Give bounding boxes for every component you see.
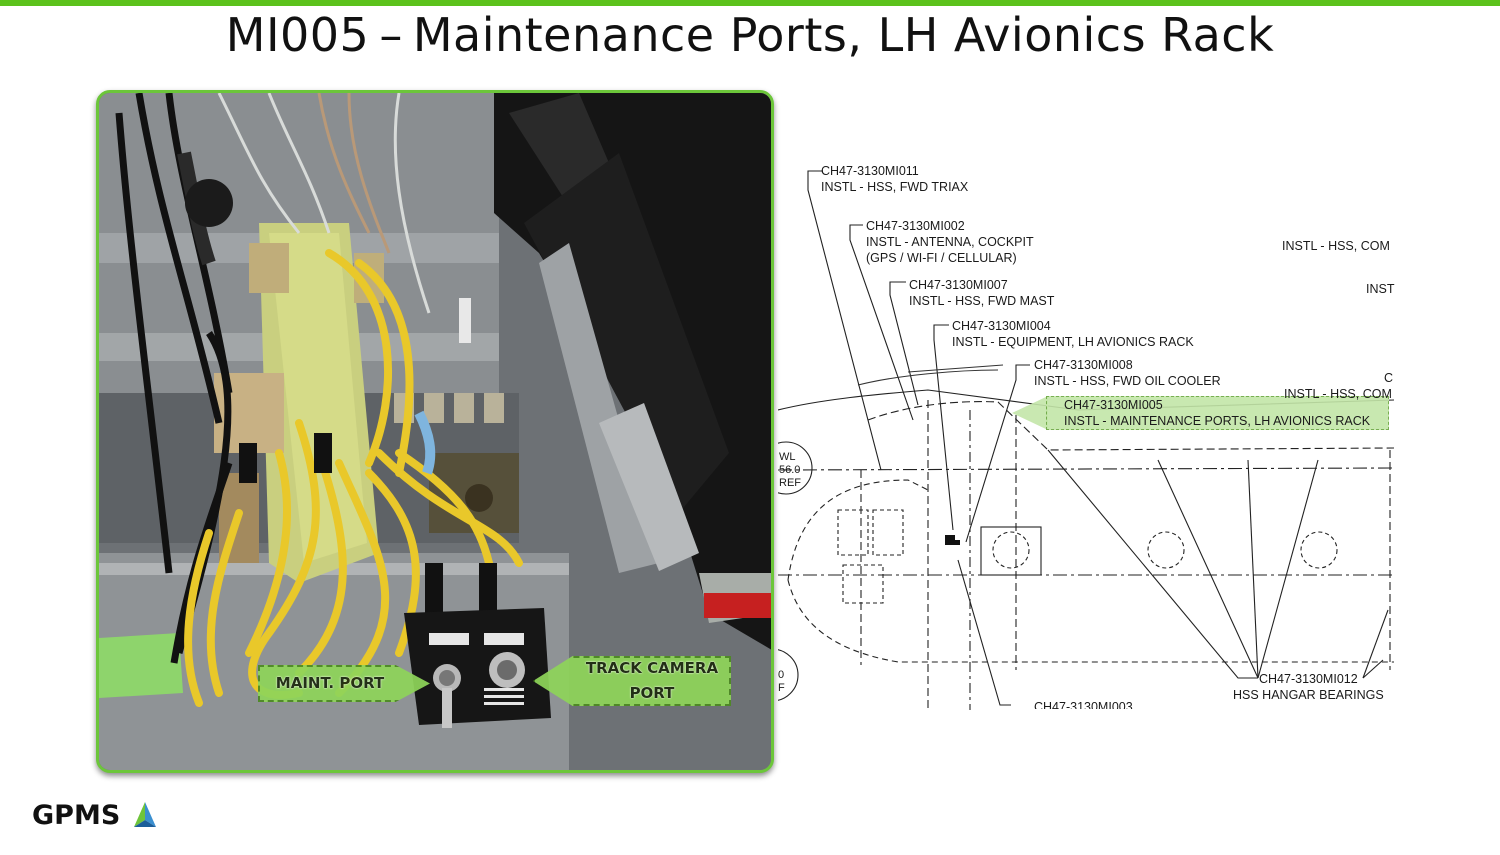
label-mi012-code: CH47-3130MI012 [1259,672,1358,686]
label-mi012-desc: HSS HANGAR BEARINGS [1233,688,1384,702]
label-partial-inst: INST [1366,282,1395,296]
label-mi005: CH47-3130MI005 INSTL - MAINTENANCE PORTS… [1064,397,1370,429]
label-mi003-code: CH47-3130MI003 [1034,700,1133,709]
label-mi008: CH47-3130MI008 INSTL - HSS, FWD OIL COOL… [1034,357,1221,389]
label-partial-c: C [1384,371,1394,385]
label-partial-com2: INSTL - HSS, COM [1284,387,1392,401]
label-mi007-code: CH47-3130MI007 [909,278,1008,292]
slide-title: MI005–Maintenance Ports, LH Avionics Rac… [0,8,1500,62]
wl-ref-label: WL 56.0 REF [779,451,801,490]
label-mi012: CH47-3130MI012 HSS HANGAR BEARINGS [1233,671,1384,703]
label-mi002-code: CH47-3130MI002 [866,219,965,233]
edge-marks: 0 F [778,669,785,695]
wl-line1: WL [779,451,796,463]
edge-mark-zero: 0 [778,669,785,681]
top-accent-bar [0,0,1500,6]
label-mi004: CH47-3130MI004 INSTL - EQUIPMENT, LH AVI… [952,318,1194,350]
label-mi005-desc: INSTL - MAINTENANCE PORTS, LH AVIONICS R… [1064,414,1371,428]
label-mi005-code: CH47-3130MI005 [1064,398,1163,412]
label-mi004-code: CH47-3130MI004 [952,319,1051,333]
label-mi002: CH47-3130MI002 INSTL - ANTENNA, COCKPIT … [866,218,1034,266]
label-mi002-desc: INSTL - ANTENNA, COCKPIT [866,235,1034,249]
label-mi007: CH47-3130MI007 INSTL - HSS, FWD MAST [909,277,1054,309]
label-mi011-code: CH47-3130MI011 [821,164,919,178]
maint-port-label: MAINT. PORT [275,674,385,692]
label-mi002-desc2: (GPS / WI-FI / CELLULAR) [866,251,1017,265]
label-mi004-desc: INSTL - EQUIPMENT, LH AVIONICS RACK [952,335,1194,349]
label-mi003: CH47-3130MI003 [1034,699,1133,709]
avionics-rack-photo [96,90,774,773]
logo-text: GPMS [32,799,121,831]
label-partial-com1: INSTL - HSS, COM [1282,239,1390,253]
track-camera-label-line2: PORT [629,684,675,702]
fuselage-diagram [778,150,1394,710]
logo-mark-icon [134,802,157,827]
label-mi007-desc: INSTL - HSS, FWD MAST [909,294,1055,308]
title-dash: – [379,8,403,62]
track-camera-port-callout: TRACK CAMERA PORT [533,656,731,706]
photo-illustration [99,93,771,770]
wl-line2: 56.0 [779,464,801,476]
mi005-highlight-box [1046,396,1389,430]
label-mi008-code: CH47-3130MI008 [1034,358,1133,372]
diagram-linework [778,170,1394,710]
wl-line3: REF [779,477,801,489]
maint-port-callout: MAINT. PORT [258,665,430,702]
gpms-logo: GPMS [32,798,160,832]
title-text: Maintenance Ports, LH Avionics Rack [412,8,1275,62]
label-mi011: CH47-3130MI011 INSTL - HSS, FWD TRIAX [821,163,968,195]
track-camera-label-line1: TRACK CAMERA [585,659,719,677]
edge-mark-f: F [778,682,785,694]
title-code: MI005 [225,8,370,62]
label-mi011-desc: INSTL - HSS, FWD TRIAX [821,180,969,194]
label-mi008-desc: INSTL - HSS, FWD OIL COOLER [1034,374,1221,388]
